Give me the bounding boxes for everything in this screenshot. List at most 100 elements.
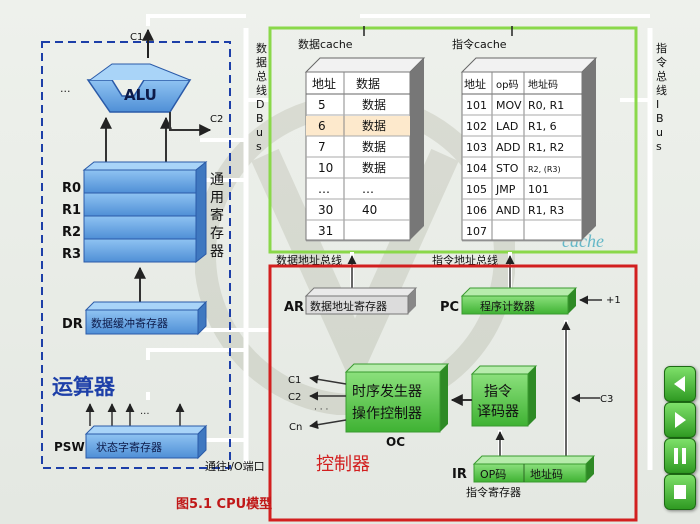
instr-cache-header-op: op码 xyxy=(496,79,518,91)
gpr-label-char: 器 xyxy=(210,244,224,260)
ir-op-field: OP码 xyxy=(480,468,506,481)
figure-caption: 图5.1 CPU模型 xyxy=(176,496,272,512)
pause-button[interactable] xyxy=(664,438,696,474)
alu-section-border xyxy=(41,41,231,469)
alu-c1-label: C1 xyxy=(130,32,143,43)
register-r2: R2 xyxy=(62,225,81,240)
gpr-label-char: 通 xyxy=(210,172,224,188)
data-bus-label-char: 线 xyxy=(256,83,267,97)
ir-tag: IR xyxy=(452,467,467,482)
signal-c3: C3 xyxy=(600,394,613,405)
cache-section-border xyxy=(268,26,638,254)
instr-cache-operand-cell: R0, R1 xyxy=(528,99,564,112)
data-bus-label-char: 总 xyxy=(256,69,267,83)
pc-tag: PC xyxy=(440,300,459,315)
pc-register xyxy=(460,287,578,315)
data-cache-value-cell: 数据 xyxy=(362,160,386,175)
instr-cache-address-cell: 106 xyxy=(466,204,487,217)
data-cache-title: 数据cache xyxy=(298,37,353,51)
data-cache-address-cell: 10 xyxy=(318,161,333,175)
triangle-right-icon xyxy=(675,412,686,428)
instr-cache-table xyxy=(460,57,598,241)
data-cache-value-cell: 数据 xyxy=(362,139,386,154)
register-r3: R3 xyxy=(62,247,81,262)
control-section-border xyxy=(268,264,638,522)
data-cache-address-cell: 7 xyxy=(318,140,326,154)
instr-bus-label-char: I xyxy=(656,98,659,111)
gpr-label-char: 寄 xyxy=(210,207,224,224)
stop-button[interactable] xyxy=(664,474,696,510)
alu-c2-label: C2 xyxy=(210,114,223,125)
psw-tag: PSW xyxy=(54,440,85,454)
next-button[interactable] xyxy=(664,402,696,438)
psw-ellipsis: ... xyxy=(140,406,150,417)
instr-cache-op-cell: LAD xyxy=(496,120,518,133)
ir-register xyxy=(472,455,596,483)
ar-tag: AR xyxy=(284,300,304,315)
ir-addr-field: 地址码 xyxy=(530,467,563,481)
stop-icon xyxy=(674,485,686,499)
instr-cache-operand-cell: R1, R2 xyxy=(528,141,564,154)
instr-cache-operand-cell: R2, (R3) xyxy=(528,165,561,174)
alu-ellipsis: ... xyxy=(60,82,71,95)
alu-label: ALU xyxy=(124,86,157,104)
data-bus-label-char: 据 xyxy=(256,55,267,69)
instr-cache-op-cell: AND xyxy=(496,204,520,217)
timing-line2: 操作控制器 xyxy=(352,406,422,422)
instr-cache-op-cell: STO xyxy=(496,162,519,175)
triangle-left-icon xyxy=(674,376,685,392)
signal-dots: · · · xyxy=(314,405,328,415)
instr-cache-op-cell: JMP xyxy=(495,183,516,196)
data-bus-label-char: u xyxy=(256,126,263,139)
decoder-line1: 指令 xyxy=(484,384,512,400)
dr-register xyxy=(84,300,208,336)
gpr-label-char: 存 xyxy=(210,226,224,242)
instr-cache-operand-cell: R1, R3 xyxy=(528,204,564,217)
timing-line1: 时序发生器 xyxy=(352,384,422,400)
data-cache-address-cell: 31 xyxy=(318,224,333,238)
instr-cache-op-cell: ADD xyxy=(496,141,520,154)
instr-bus-label-char: u xyxy=(656,126,663,139)
data-cache-value-cell: 数据 xyxy=(362,97,386,112)
data-cache-address-cell: 30 xyxy=(318,203,333,217)
dr-tag: DR xyxy=(62,317,83,332)
data-cache-address-cell: 6 xyxy=(318,119,326,133)
instr-bus-label-char: 线 xyxy=(656,83,667,97)
instr-bus-label-char: 令 xyxy=(656,55,667,69)
gpr-label-char: 用 xyxy=(210,190,224,206)
instr-cache-operand-cell: 101 xyxy=(528,183,549,196)
prev-button[interactable] xyxy=(664,366,696,402)
data-cache-header-address: 地址 xyxy=(312,77,336,91)
instr-cache-address-cell: 102 xyxy=(466,120,487,133)
alu-section-name: 运算器 xyxy=(52,375,116,399)
io-port-label: 通往I/O端口 xyxy=(205,459,265,473)
instr-bus-label-char: 指 xyxy=(656,41,667,55)
instr-cache-address-cell: 104 xyxy=(466,162,487,175)
signal-cn: Cn xyxy=(289,422,302,433)
data-bus-label-char: D xyxy=(256,98,264,111)
psw-register xyxy=(84,424,208,460)
instr-cache-header-operand: 地址码 xyxy=(528,78,558,91)
data-cache-address-cell: 5 xyxy=(318,98,326,112)
data-cache-address-cell: … xyxy=(318,182,330,196)
data-cache-value-cell: 40 xyxy=(362,203,377,217)
data-cache-value-cell: 数据 xyxy=(362,118,386,133)
data-bus-label-char: 数 xyxy=(256,42,267,55)
data-cache-header-data: 数据 xyxy=(356,76,380,91)
instr-cache-op-cell: MOV xyxy=(496,99,522,112)
control-section-name: 控制器 xyxy=(316,454,370,475)
data-bus-label-char: B xyxy=(256,112,264,125)
data-cache-value-cell: … xyxy=(362,182,374,196)
data-bus-label-char: s xyxy=(256,140,262,153)
oc-label: OC xyxy=(386,435,405,449)
instr-cache-address-cell: 107 xyxy=(466,225,487,238)
instr-cache-title: 指令cache xyxy=(452,37,507,51)
instr-cache-address-cell: 105 xyxy=(466,183,487,196)
data-cache-table xyxy=(304,57,426,241)
dr-name: 数据缓冲寄存器 xyxy=(91,316,168,330)
instr-cache-header-address: 地址 xyxy=(464,77,486,91)
data-addr-bus-label: 数据地址总线 xyxy=(276,253,342,267)
